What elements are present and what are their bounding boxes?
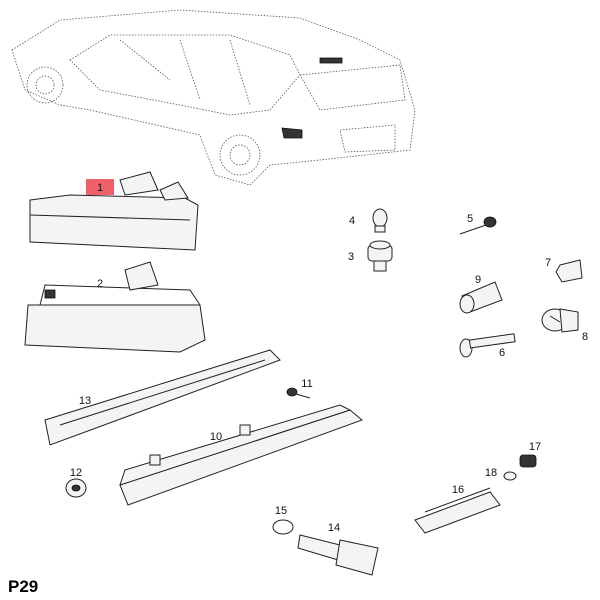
part-4-bulb[interactable] [372, 208, 388, 233]
label-7[interactable]: 7 [545, 257, 551, 269]
part-9-grommet[interactable] [459, 281, 503, 314]
label-10[interactable]: 10 [210, 431, 222, 443]
label-12[interactable]: 12 [70, 467, 82, 479]
part-11-bolt[interactable] [286, 387, 311, 399]
highlight-marker [86, 179, 114, 195]
part-10-stop-lamp[interactable] [119, 404, 363, 506]
part-5-screw[interactable] [459, 216, 497, 235]
part-17-socket[interactable] [519, 454, 537, 468]
part-3-socket[interactable] [367, 240, 393, 272]
label-6[interactable]: 6 [499, 347, 505, 359]
label-2[interactable]: 2 [97, 278, 103, 290]
label-4[interactable]: 4 [349, 215, 355, 227]
label-17[interactable]: 17 [529, 441, 541, 453]
label-13[interactable]: 13 [79, 395, 91, 407]
part-8-nut-clip[interactable] [541, 308, 579, 333]
part-13-lens-strip[interactable] [44, 349, 281, 446]
page-code: P29 [8, 577, 38, 596]
part-7-clip[interactable] [555, 259, 583, 283]
part-6-bolt[interactable] [459, 333, 516, 358]
label-8[interactable]: 8 [582, 331, 588, 343]
part-15-seal-ring[interactable] [272, 519, 294, 535]
label-15[interactable]: 15 [275, 505, 287, 517]
label-18[interactable]: 18 [485, 467, 497, 479]
label-16[interactable]: 16 [452, 484, 464, 496]
car-illustration [11, 9, 416, 186]
part-2-lamp-housing[interactable] [24, 261, 206, 353]
label-1[interactable]: 1 [97, 182, 103, 194]
part-18-bulb[interactable] [503, 471, 517, 481]
part-14-switch[interactable] [297, 534, 379, 576]
label-3[interactable]: 3 [348, 251, 354, 263]
part-16-licence-lamp[interactable] [414, 487, 501, 534]
label-9[interactable]: 9 [475, 274, 481, 286]
part-1-tail-lamp[interactable] [29, 171, 199, 251]
label-5[interactable]: 5 [467, 213, 473, 225]
label-11[interactable]: 11 [301, 378, 312, 390]
label-14[interactable]: 14 [328, 522, 340, 534]
part-12-grommet[interactable] [65, 478, 87, 498]
